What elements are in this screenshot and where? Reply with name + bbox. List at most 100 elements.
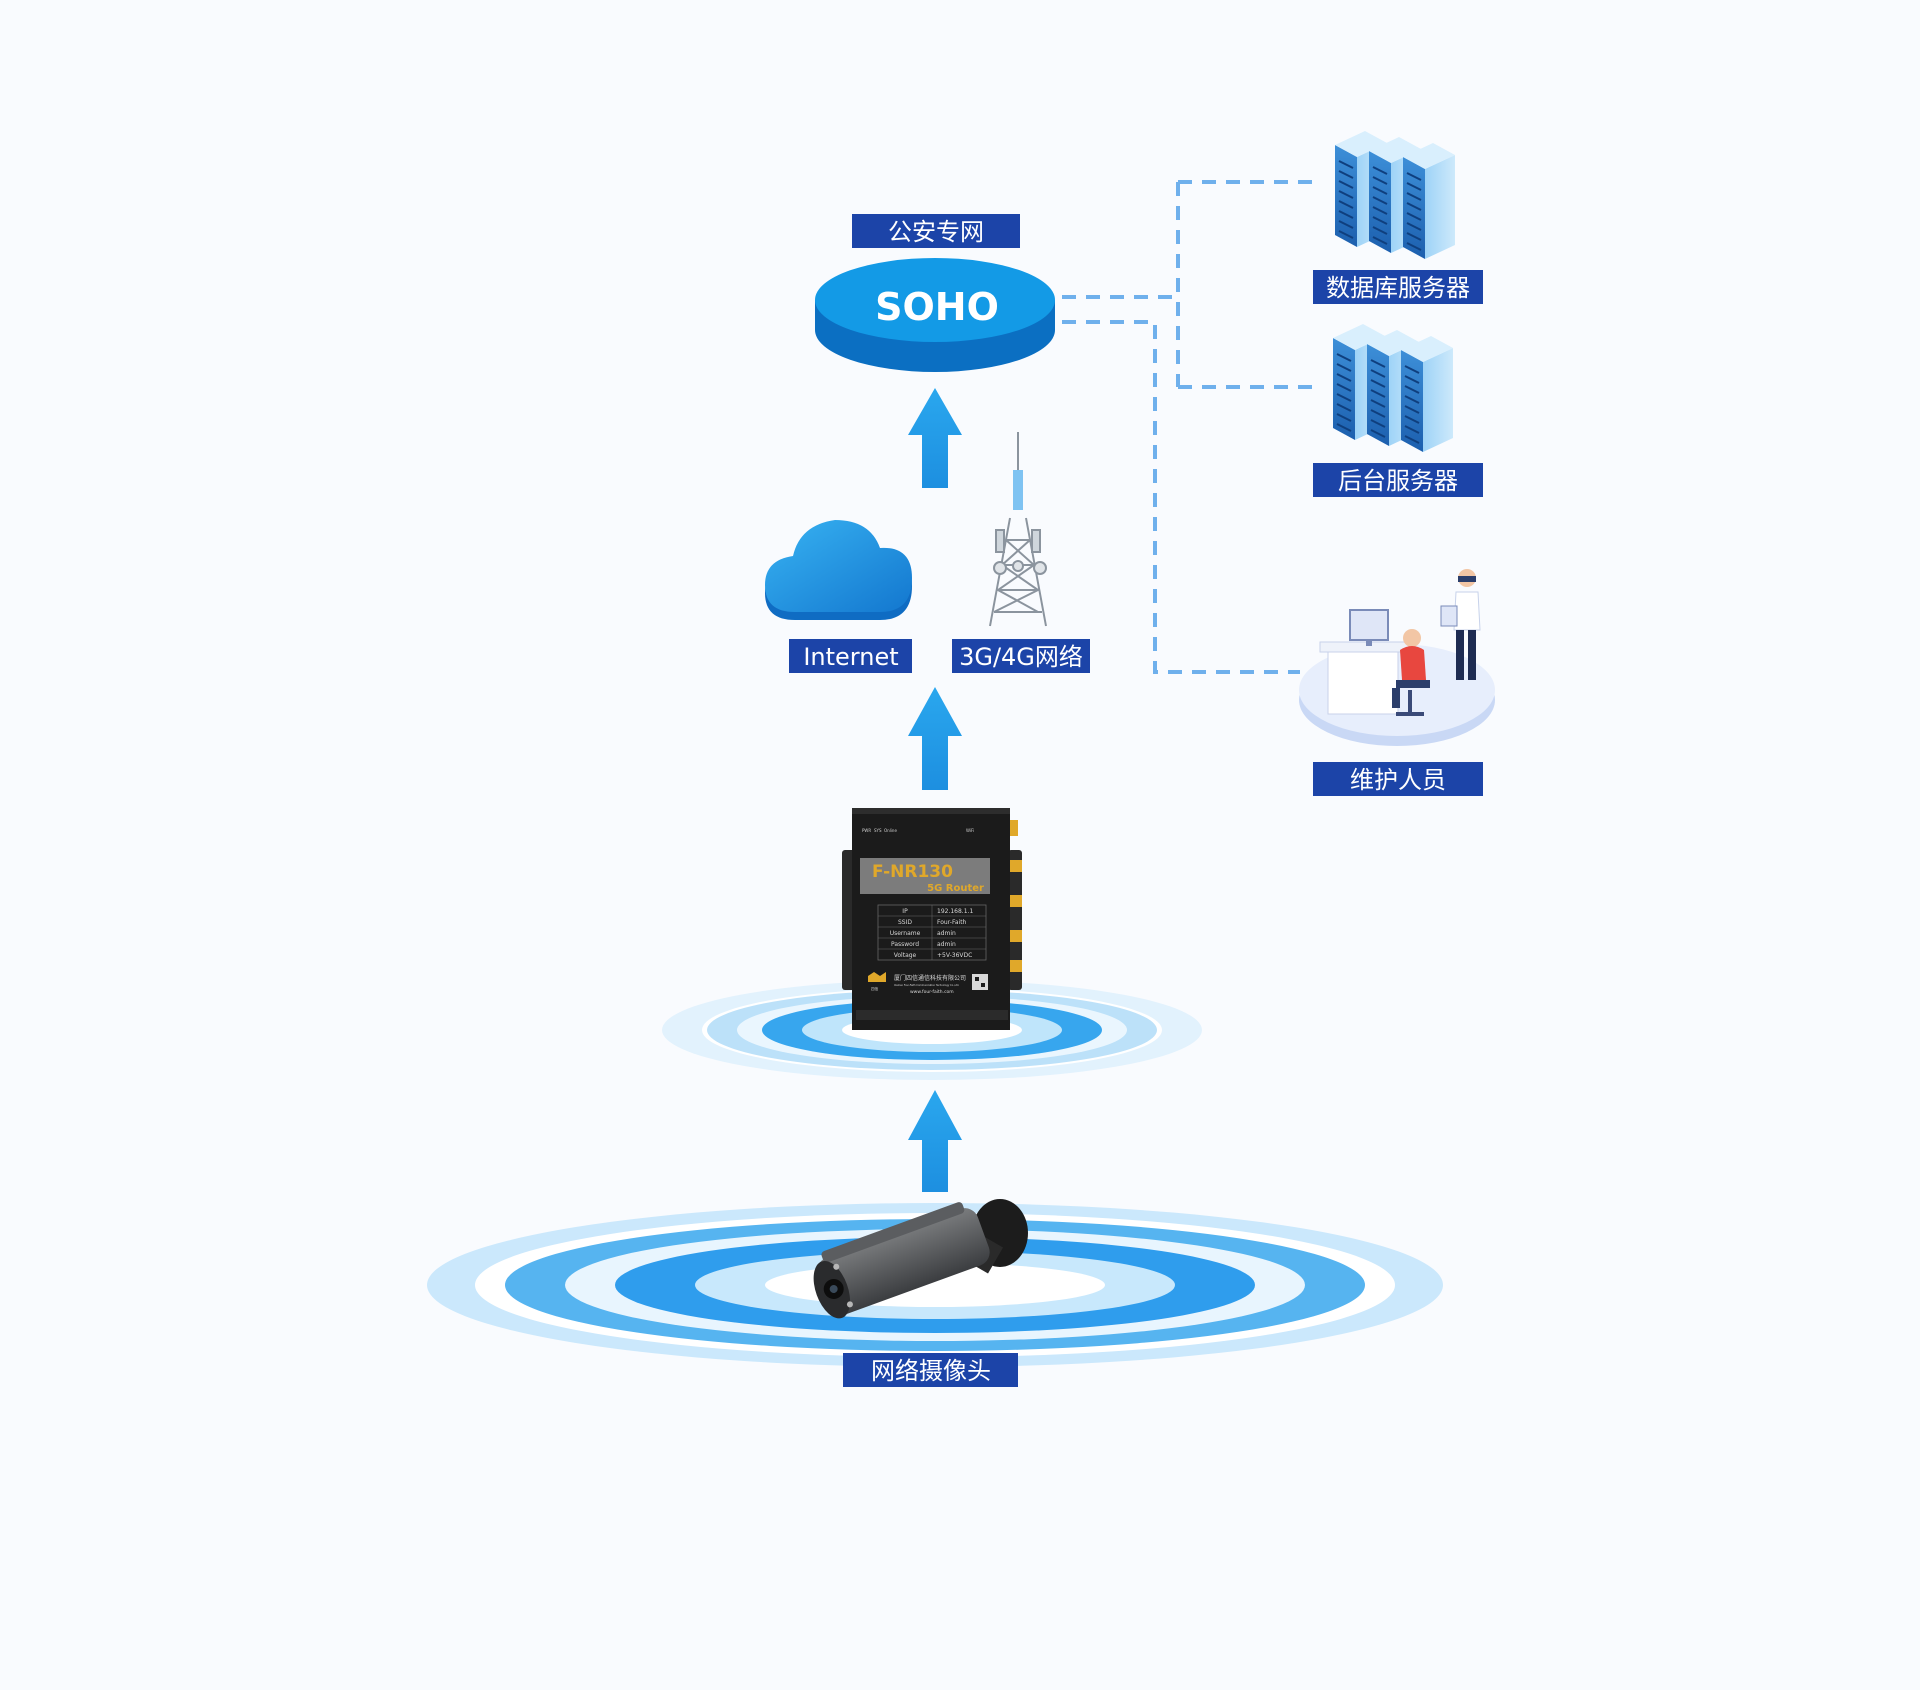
server-slot <box>1338 220 1354 229</box>
label-text: 维护人员 <box>1350 766 1446 794</box>
soho-text: SOHO <box>875 285 999 329</box>
led-sys: SYS <box>874 828 882 833</box>
server-slot <box>1372 226 1388 235</box>
server-slot <box>1404 425 1420 434</box>
server-slot <box>1338 230 1354 239</box>
server-slot <box>1370 419 1386 428</box>
cellular-network-label: 3G/4G网络 <box>952 639 1090 673</box>
soho-node: SOHO <box>815 258 1055 372</box>
server-slot <box>1372 186 1388 195</box>
internet-label: Internet <box>789 639 912 673</box>
arrow-to-networks <box>908 687 962 790</box>
spec-key: Username <box>890 930 921 937</box>
server-slot <box>1336 403 1352 412</box>
maintenance-staff-icon <box>1299 569 1495 746</box>
server-tower-face <box>1335 145 1357 247</box>
brand-cn: 厦门四信通信科技有限公司 <box>894 974 966 982</box>
server-slot <box>1338 190 1354 199</box>
router-spec-table: IP 192.168.1.1 SSID Four-Faith Username … <box>877 904 987 961</box>
server-tower-face <box>1367 344 1389 446</box>
server-tower-face <box>1335 131 1387 157</box>
connection-lines <box>1062 180 1322 674</box>
server-slot <box>1406 202 1422 211</box>
label-text: 公安专网 <box>888 218 984 246</box>
spec-key: Password <box>891 941 919 948</box>
qr-code-icon <box>972 974 988 990</box>
network-camera-label: 网络摄像头 <box>843 1353 1018 1387</box>
server-slot <box>1370 389 1386 398</box>
led-pwr: PWR <box>862 828 871 833</box>
server-slot <box>1372 206 1388 215</box>
label-text: Internet <box>803 643 898 671</box>
brand-website: www.four-faith.com <box>910 989 954 995</box>
brand-en: Xiamen Four-Faith Communication Technolo… <box>894 984 959 987</box>
server-tower-face <box>1369 137 1421 163</box>
server-slot <box>1404 365 1420 374</box>
server-tower-face <box>1333 324 1385 350</box>
server-slot <box>1404 415 1420 424</box>
label-text: 数据库服务器 <box>1326 274 1470 302</box>
spec-key: IP <box>902 908 908 915</box>
database-server-label: 数据库服务器 <box>1313 270 1483 304</box>
server-slot <box>1370 379 1386 388</box>
arrow-to-soho <box>908 388 962 488</box>
server-tower-face <box>1403 157 1425 259</box>
server-tower-face <box>1333 338 1355 440</box>
server-slot <box>1406 192 1422 201</box>
router-leds: PWR SYS Online WiFi <box>862 828 974 833</box>
led-online: Online <box>884 828 897 833</box>
server-tower-face <box>1369 151 1391 253</box>
server-slot <box>1338 160 1354 169</box>
public-security-network-label: 公安专网 <box>852 214 1020 248</box>
server-tower-face <box>1423 348 1453 452</box>
server-slot <box>1370 429 1386 438</box>
spec-value: +5V-36VDC <box>937 952 972 959</box>
cloud-icon <box>765 520 912 620</box>
server-slot <box>1370 399 1386 408</box>
server-slot <box>1336 383 1352 392</box>
server-slot <box>1406 172 1422 181</box>
server-slot <box>1372 236 1388 245</box>
server-tower-face <box>1403 143 1455 169</box>
router-brand: 四信 厦门四信通信科技有限公司 Xiamen Four-Faith Commun… <box>868 972 988 995</box>
server-slot <box>1370 369 1386 378</box>
server-slot <box>1372 196 1388 205</box>
backend-server-icon <box>1333 324 1453 452</box>
server-slot <box>1338 210 1354 219</box>
server-slot <box>1406 182 1422 191</box>
server-slot <box>1404 375 1420 384</box>
server-slot <box>1406 212 1422 221</box>
server-slot <box>1406 222 1422 231</box>
server-slot <box>1336 413 1352 422</box>
router-device: PWR SYS Online WiFi F-NR130 5G Router IP… <box>842 808 1022 1030</box>
brand-logo-icon <box>868 972 886 982</box>
database-server-icon <box>1335 131 1455 259</box>
spec-value: admin <box>937 941 956 948</box>
server-slot <box>1372 176 1388 185</box>
server-slot <box>1336 393 1352 402</box>
server-slot <box>1404 385 1420 394</box>
server-slot <box>1336 423 1352 432</box>
server-slot <box>1338 200 1354 209</box>
server-slot <box>1336 373 1352 382</box>
server-slot <box>1336 363 1352 372</box>
backend-server-label: 后台服务器 <box>1313 463 1483 497</box>
server-tower-face <box>1425 155 1455 259</box>
server-slot <box>1406 242 1422 251</box>
line-soho-to-maintenance <box>1062 320 1300 674</box>
spec-key: SSID <box>898 919 912 926</box>
server-slot <box>1372 216 1388 225</box>
router-subtitle: 5G Router <box>927 883 984 894</box>
server-slot <box>1338 180 1354 189</box>
network-camera-icon <box>813 1199 1028 1319</box>
maintenance-staff-label: 维护人员 <box>1313 762 1483 796</box>
server-slot <box>1370 359 1386 368</box>
server-slot <box>1404 405 1420 414</box>
label-text: 3G/4G网络 <box>959 643 1083 671</box>
spec-value: 192.168.1.1 <box>937 908 973 915</box>
server-tower-face <box>1401 336 1453 362</box>
spec-value: admin <box>937 930 956 937</box>
label-text: 后台服务器 <box>1338 467 1458 495</box>
server-slot <box>1404 395 1420 404</box>
